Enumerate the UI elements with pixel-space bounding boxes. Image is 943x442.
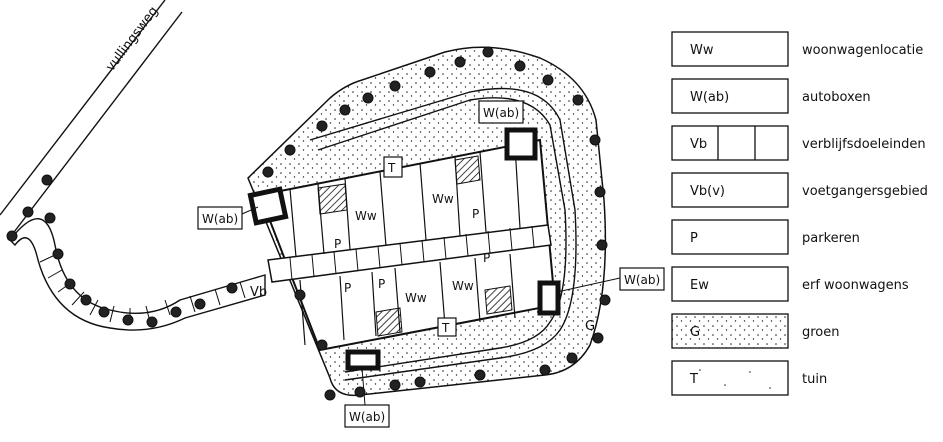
autobox-callout-left: W(ab) [197,206,259,230]
access-path-vb: Vb [9,218,267,331]
ring-path-outer [309,87,577,381]
autobox-callout-right: W(ab) [556,267,665,293]
autobox-left [247,186,289,226]
tree-icon [572,94,584,106]
tree-icon [80,294,92,306]
vb-label: Vb [250,285,267,300]
legend-item-ew: Ew erf woonwagens [671,266,909,302]
ww-label-4: Ww [452,279,474,293]
ww-label-1: Ww [355,209,377,223]
tree-icon [22,206,34,218]
svg-text:W(ab): W(ab) [202,212,238,226]
legend-label: voetgangersgebied [802,184,928,199]
svg-text:T: T [441,321,450,335]
tree-icon [599,294,611,306]
tree-icon [362,92,374,104]
tree-icon [389,80,401,92]
svg-text:T: T [387,161,396,175]
tree-icon [44,212,56,224]
p-label-5: P [344,281,351,295]
road-vullingsweg: vullingsweg [0,0,183,241]
tree-icon [424,66,436,78]
svg-text:W(ab): W(ab) [483,106,519,120]
tree-icon [262,166,274,178]
autobox-top [504,127,538,161]
tree-icon [98,306,110,318]
legend-label: groen [802,325,840,340]
tree-icon [170,306,182,318]
legend-label: verblijfsdoeleinden [802,137,926,152]
tree-icon [146,316,158,328]
legend-label: parkeren [802,231,860,246]
tree-icon [542,74,554,86]
trees-group [6,46,611,401]
autobox-bottom [345,349,381,371]
legend-label: woonwagenlocatie [802,43,923,58]
tree-icon [589,134,601,146]
svg-text:W(ab): W(ab) [349,410,385,424]
tree-icon [389,379,401,391]
legend: Ww woonwagenlocatie W(ab) autoboxen Vb v… [671,31,928,396]
legend-label: tuin [802,372,827,387]
legend-code: Ww [690,43,714,58]
tree-icon [482,46,494,58]
p-label-2: P [472,207,479,221]
legend-code: P [690,231,698,246]
legend-item-wab: W(ab) autoboxen [671,78,871,114]
tree-icon [194,298,206,310]
tree-icon [514,60,526,72]
legend-label: erf woonwagens [802,278,909,293]
tuin-marker-bottom [437,317,457,337]
legend-item-p: P parkeren [671,219,860,255]
legend-code: W(ab) [690,90,729,105]
p-label-4: P [483,251,490,265]
legend-code: Vb(v) [690,184,725,199]
green-label-g: G [585,319,595,334]
tree-icon [316,120,328,132]
tree-icon [339,104,351,116]
tree-icon [324,389,336,401]
tree-icon [52,248,64,260]
legend-item-t: T tuin [671,360,827,396]
p-label-1: P [334,237,341,251]
legend-item-g: G groen [671,313,840,349]
road-name-label: vullingsweg [103,4,161,74]
building-block: Ww Ww Ww Ww P P P P P T T [247,127,561,371]
svg-text:W(ab): W(ab) [624,273,660,287]
tuin-marker-top [383,156,403,178]
legend-code: Ew [690,278,709,293]
legend-code: T [689,372,698,387]
tree-icon [64,278,76,290]
tree-icon [284,144,296,156]
tree-icon [294,289,306,301]
tree-icon [6,230,18,242]
tree-icon [539,364,551,376]
legend-item-vb: Vb verblijfsdoeleinden [671,125,926,161]
tree-icon [592,332,604,344]
ww-label-3: Ww [405,291,427,305]
tree-icon [354,386,366,398]
legend-label: autoboxen [802,90,871,105]
tree-icon [566,352,578,364]
p-label-3: P [378,277,385,291]
legend-code: G [690,325,700,340]
ww-label-2: Ww [432,192,454,206]
tree-icon [596,239,608,251]
tree-icon [316,339,328,351]
autobox-callout-top: W(ab) [478,100,524,124]
tree-icon [474,369,486,381]
tree-icon [226,282,238,294]
legend-item-ww: Ww woonwagenlocatie [671,31,923,67]
autobox-callout-bottom: W(ab) [344,367,390,428]
legend-code: Vb [690,137,707,152]
tree-icon [454,56,466,68]
tree-icon [122,314,134,326]
tree-icon [594,186,606,198]
ring-path-inner [317,97,567,373]
legend-item-vbv: Vb(v) voetgangersgebied [671,172,928,208]
tree-icon [41,174,53,186]
tree-icon [414,376,426,388]
autobox-right [537,280,561,316]
